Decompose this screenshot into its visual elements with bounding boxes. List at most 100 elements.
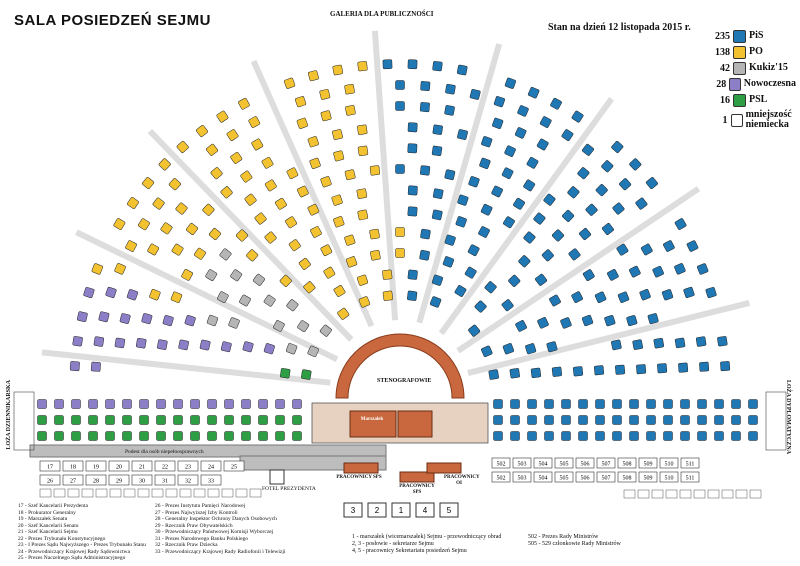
seat[interactable] (263, 294, 276, 307)
seat[interactable] (429, 296, 442, 308)
seat[interactable] (568, 248, 581, 261)
seat[interactable] (98, 311, 110, 323)
guest-seat[interactable] (659, 471, 679, 483)
seat[interactable] (604, 315, 616, 327)
guest-seat[interactable] (596, 471, 616, 483)
seat[interactable] (457, 194, 469, 206)
seat[interactable] (481, 345, 493, 358)
seat[interactable] (626, 315, 638, 327)
seat[interactable] (582, 269, 595, 281)
seat[interactable] (395, 227, 405, 237)
guest-seat[interactable] (131, 460, 153, 472)
seat[interactable] (264, 179, 277, 192)
seat[interactable] (527, 399, 537, 409)
seat[interactable] (595, 431, 605, 441)
seat[interactable] (395, 248, 405, 258)
seat[interactable] (510, 399, 520, 409)
seat[interactable] (748, 399, 758, 409)
seat[interactable] (661, 289, 674, 301)
seat[interactable] (639, 289, 651, 301)
seat[interactable] (601, 223, 615, 236)
seat[interactable] (93, 336, 105, 347)
guest-seat[interactable] (659, 457, 679, 469)
seat[interactable] (370, 249, 381, 261)
seat[interactable] (138, 218, 150, 231)
seat[interactable] (663, 431, 673, 441)
seat[interactable] (464, 266, 477, 279)
seat[interactable] (492, 117, 504, 130)
seat[interactable] (357, 145, 369, 157)
seat[interactable] (680, 399, 690, 409)
seat[interactable] (731, 431, 741, 441)
seat[interactable] (296, 117, 309, 130)
seat[interactable] (561, 415, 571, 425)
seat[interactable] (686, 240, 699, 252)
presidium-seat[interactable] (343, 502, 363, 518)
seat[interactable] (674, 337, 686, 349)
seat[interactable] (601, 160, 614, 173)
seat[interactable] (356, 188, 368, 199)
seat[interactable] (173, 431, 183, 441)
seat[interactable] (493, 399, 503, 409)
seat[interactable] (217, 291, 229, 303)
seat[interactable] (748, 431, 758, 441)
seat[interactable] (181, 269, 193, 281)
seat[interactable] (612, 202, 625, 215)
guest-seat[interactable] (85, 474, 107, 486)
seat[interactable] (320, 176, 332, 188)
marshal-desk[interactable] (349, 410, 397, 438)
seat[interactable] (224, 431, 234, 441)
guest-seat[interactable] (177, 474, 199, 486)
seat[interactable] (468, 176, 480, 188)
guest-seat[interactable] (491, 457, 511, 469)
seat[interactable] (493, 415, 503, 425)
seat[interactable] (88, 415, 98, 425)
seat[interactable] (88, 399, 98, 409)
seat[interactable] (275, 197, 287, 210)
seat[interactable] (171, 243, 184, 256)
seat[interactable] (345, 105, 356, 116)
seat[interactable] (629, 265, 641, 278)
guest-seat[interactable] (512, 457, 532, 469)
seat[interactable] (263, 343, 275, 355)
seat[interactable] (551, 229, 565, 242)
seat[interactable] (332, 129, 343, 140)
seat[interactable] (149, 289, 161, 301)
guest-seat[interactable] (491, 471, 511, 483)
seat[interactable] (261, 156, 274, 169)
seat[interactable] (190, 399, 200, 409)
seat[interactable] (533, 212, 546, 225)
seat[interactable] (142, 177, 155, 190)
seat[interactable] (126, 289, 139, 301)
seat[interactable] (493, 431, 503, 441)
seat[interactable] (307, 136, 319, 148)
seat[interactable] (468, 324, 481, 337)
guest-seat[interactable] (200, 460, 222, 472)
secretary-desk-right[interactable] (426, 462, 462, 474)
seat[interactable] (332, 64, 344, 76)
seat[interactable] (714, 399, 724, 409)
seat[interactable] (230, 152, 243, 165)
seat[interactable] (307, 70, 319, 82)
seat[interactable] (539, 116, 552, 128)
seat[interactable] (114, 263, 126, 275)
seat[interactable] (286, 167, 299, 180)
seat[interactable] (216, 110, 229, 123)
secretary-desk-mid[interactable] (399, 471, 435, 483)
seat[interactable] (54, 431, 64, 441)
seat[interactable] (122, 399, 132, 409)
seat[interactable] (595, 184, 608, 197)
seat[interactable] (279, 274, 292, 288)
secretary-desk[interactable] (397, 410, 433, 438)
seat[interactable] (173, 399, 183, 409)
seat[interactable] (333, 216, 345, 228)
seat[interactable] (369, 228, 380, 240)
seat[interactable] (535, 273, 548, 286)
seat[interactable] (283, 77, 296, 90)
seat[interactable] (561, 431, 571, 441)
seat[interactable] (491, 185, 503, 198)
seat[interactable] (517, 105, 529, 117)
seat[interactable] (407, 290, 418, 301)
seat[interactable] (442, 256, 455, 268)
seat[interactable] (420, 165, 431, 176)
